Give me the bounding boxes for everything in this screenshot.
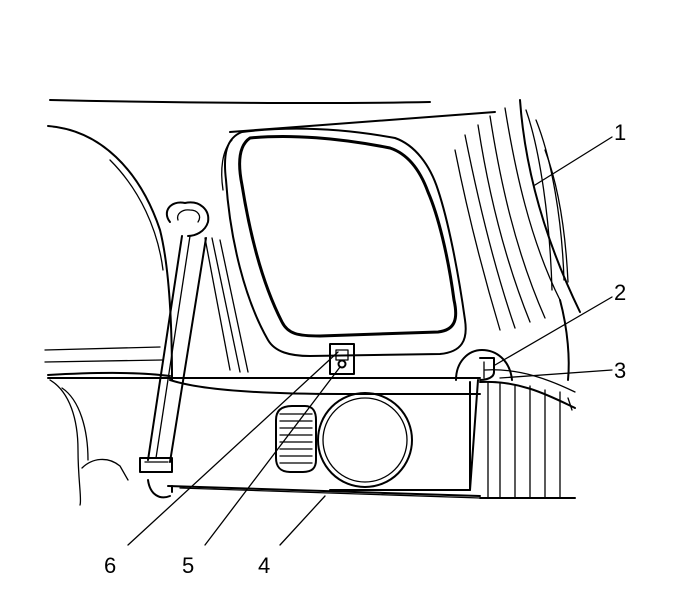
vent-grille bbox=[275, 405, 317, 473]
leader-line-5 bbox=[204, 366, 341, 546]
seat-belt bbox=[139, 201, 249, 473]
trim-fastener bbox=[329, 343, 355, 375]
callout-6: 6 bbox=[104, 553, 116, 578]
leader-line-4 bbox=[279, 495, 326, 546]
callout-5: 5 bbox=[182, 553, 194, 578]
rear-body-section bbox=[479, 369, 576, 499]
speaker-grille bbox=[317, 392, 413, 488]
leader-line-6 bbox=[127, 351, 339, 546]
leader-line-1 bbox=[534, 136, 613, 186]
headliner bbox=[49, 99, 431, 105]
rear-door-opening bbox=[44, 125, 173, 506]
leader-lines bbox=[127, 136, 613, 546]
trim-cap-fastener bbox=[455, 349, 513, 381]
body-side-pillar bbox=[229, 99, 581, 381]
quarter-window bbox=[221, 127, 467, 357]
callout-2: 2 bbox=[614, 280, 626, 305]
leader-line-2 bbox=[494, 296, 613, 366]
callout-1: 1 bbox=[614, 120, 626, 145]
callout-3: 3 bbox=[614, 358, 626, 383]
callout-labels: 1 2 3 4 5 6 bbox=[104, 120, 626, 578]
leader-line-3 bbox=[499, 369, 613, 379]
cargo-trim-panel bbox=[47, 377, 481, 499]
callout-4: 4 bbox=[258, 553, 270, 578]
